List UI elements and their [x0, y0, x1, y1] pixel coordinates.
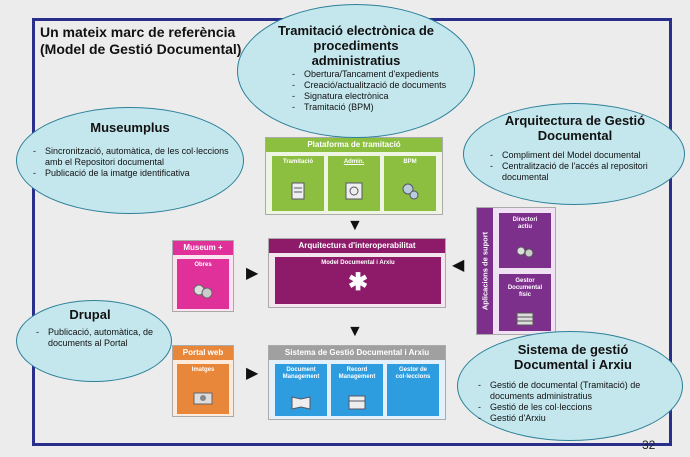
document-icon: [291, 182, 305, 200]
interop-header: Arquitectura d'interoperabilitat: [269, 239, 445, 253]
users-icon: [516, 246, 534, 258]
bubble-drupal-list: Publicació, automàtica, de documents al …: [36, 327, 154, 349]
bubble-tramitacio-list: Obertura/Tancament d'expedients Creació/…: [292, 69, 462, 113]
bubble-museumplus-list: Sincronització, automàtica, de les col·l…: [33, 146, 229, 179]
archive-icon: [348, 395, 366, 410]
portal-header: Portal web: [173, 346, 233, 360]
interop-panel: Arquitectura d'interoperabilitat Model D…: [268, 238, 446, 308]
asterisk-icon: ✱: [347, 269, 369, 296]
bubble-sistema-list: Gestió de documental (Tramitació) de doc…: [478, 380, 656, 424]
slide-title: Un mateix marc de referència (Model de G…: [40, 24, 242, 57]
plataforma-header: Plataforma de tramitació: [266, 138, 442, 152]
portal-panel: Portal web Imatges: [172, 345, 234, 417]
tile-gestor-colleccions: Gestor de col·leccions: [387, 364, 439, 416]
tile-record-management: Record Management: [331, 364, 383, 416]
camera-icon: [193, 392, 213, 405]
tile-document-management: Document Management: [275, 364, 327, 416]
people-icon: [193, 284, 213, 299]
arrow-left: ◀: [452, 257, 465, 274]
bubble-tramitacio-title: Tramitació electrònica de procediments a…: [277, 23, 435, 68]
museum-header: Museum +: [173, 241, 233, 255]
bubble-arquitectura-title: Arquitectura de Gestió Documental: [504, 113, 646, 143]
museum-panel: Museum + Obres: [172, 240, 234, 312]
arrow-right-1: ▶: [246, 265, 259, 282]
arrow-down-2: ▼: [347, 323, 363, 340]
tile-tramitacio: Tramitació: [272, 156, 324, 211]
sgda-header: Sistema de Gestió Documental i Arxiu: [269, 346, 445, 360]
sgda-panel: Sistema de Gestió Documental i Arxiu Doc…: [268, 345, 446, 420]
page-number: 32: [642, 438, 656, 452]
book-icon: [291, 396, 311, 410]
magnifier-icon: [345, 182, 363, 200]
suport-panel: Aplicacions de suport Directori actiu Ge…: [476, 207, 556, 335]
tile-admin: Admin.: [328, 156, 380, 211]
interop-model: Model Documental i Arxiu ✱: [275, 257, 441, 304]
tile-gestor-documental-fisic: Gestor Documental físic: [499, 274, 551, 331]
bubble-drupal-title: Drupal: [69, 307, 111, 322]
bubble-sistema-title: Sistema de gestió Documental i Arxiu: [514, 342, 632, 372]
tile-bpm: BPM: [384, 156, 436, 211]
arrow-down-1: ▼: [347, 217, 363, 234]
stack-icon: [516, 312, 534, 326]
tile-obres: Obres: [177, 259, 229, 309]
suport-label: Aplicacions de suport: [477, 208, 493, 334]
bubble-arquitectura-list: Compliment del Model documental Centrali…: [490, 150, 660, 183]
arrow-right-2: ▶: [246, 365, 259, 382]
bubble-museumplus-title: Museumplus: [90, 120, 170, 135]
tile-imatges: Imatges: [177, 364, 229, 414]
plataforma-panel: Plataforma de tramitació Tramitació Admi…: [265, 137, 443, 215]
tile-directori-actiu: Directori actiu: [499, 213, 551, 268]
gears-icon: [402, 183, 419, 200]
